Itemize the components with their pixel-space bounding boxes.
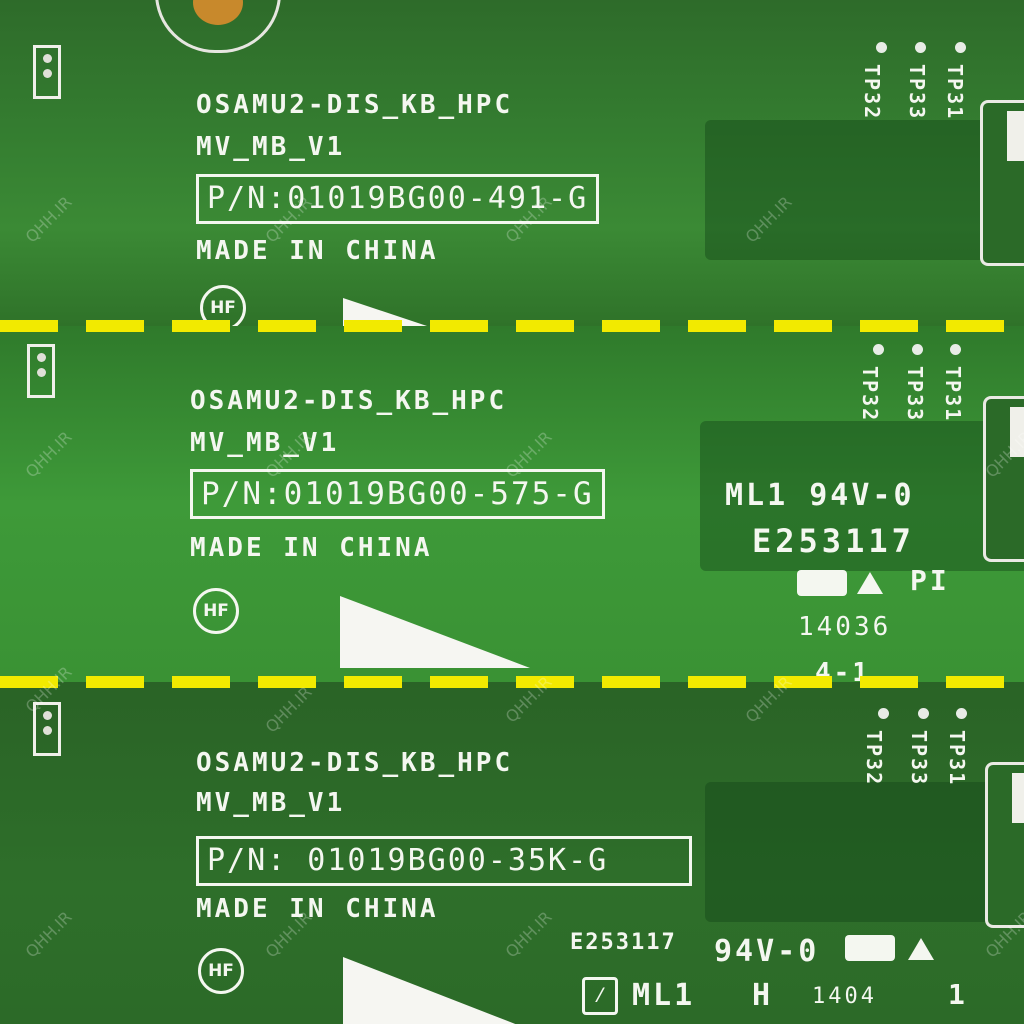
manufacturer-logo: ⁄ [582,977,618,1015]
halogen-free-mark: HF [198,948,244,994]
ground-plane [700,421,1024,571]
tp31-label: TP31 [943,64,967,121]
triangle-mark-icon [857,572,883,594]
tp33-label: TP33 [903,366,927,423]
ground-plane [705,120,1024,260]
board-panel-1: OSAMU2-DIS_KB_HPC MV_MB_V1 P/N:01019BG00… [0,0,1024,326]
test-point-pad [956,708,967,719]
test-point-pad [950,344,961,355]
test-point-pad [955,42,966,53]
ul-recognized-logo [797,570,847,596]
jumper-header [27,344,55,398]
revision-code: 1 [948,978,968,1011]
origin-label: MADE IN CHINA [196,894,439,924]
origin-label: MADE IN CHINA [196,236,439,266]
test-point-pad [876,42,887,53]
date-code: 1404 [812,984,877,1009]
tp32-label: TP32 [862,730,886,787]
connector-outline [985,762,1024,928]
model-label: OSAMU2-DIS_KB_HPC [196,90,514,120]
flame-rating: 94V-0 [714,934,820,969]
test-point-pad [915,42,926,53]
screw-hole [155,0,281,53]
divider-dashed-line [0,320,1024,332]
cert-suffix: PI [910,564,950,597]
tp33-label: TP33 [907,730,931,787]
model-label: OSAMU2-DIS_KB_HPC [190,386,508,416]
tp32-label: TP32 [860,64,884,121]
board-panel-3: OSAMU2-DIS_KB_HPC MV_MB_V1 P/N: 01019BG0… [0,682,1024,1024]
connector-outline [983,396,1024,562]
part-number-box: P/N:01019BG00-491-G [196,174,600,224]
test-point-pad [918,708,929,719]
halogen-free-mark: HF [193,588,239,634]
silkscreen-triangle [340,596,530,668]
test-point-pad [873,344,884,355]
version-label: MV_MB_V1 [196,132,346,162]
ul-recognized-logo [845,935,895,961]
model-label: OSAMU2-DIS_KB_HPC [196,748,514,778]
divider-dashed-line [0,676,1024,688]
ground-plane [705,782,1024,922]
tp33-label: TP33 [905,64,929,121]
jumper-header [33,702,61,756]
h-mark: H [752,978,774,1013]
ul-cert-line: ML1 94V-0 [725,478,915,513]
ul-file-number: E253117 [752,522,915,560]
board-panel-2: OSAMU2-DIS_KB_HPC MV_MB_V1 P/N:01019BG00… [0,326,1024,682]
tp31-label: TP31 [945,730,969,787]
part-number-box: P/N:01019BG00-575-G [190,469,605,519]
tp31-label: TP31 [941,366,965,423]
version-label: MV_MB_V1 [196,788,346,818]
test-point-pad [878,708,889,719]
connector-outline [980,100,1024,266]
silkscreen-triangle [343,957,523,1024]
triangle-mark-icon [908,938,934,960]
date-code: 14036 [798,612,892,642]
ul-cert-line: ML1 [632,978,696,1013]
halogen-free-mark: HF [200,285,246,326]
origin-label: MADE IN CHINA [190,533,433,563]
part-number-box: P/N: 01019BG00-35K-G [196,836,692,886]
test-point-pad [912,344,923,355]
jumper-header [33,45,61,99]
tp32-label: TP32 [858,366,882,423]
version-label: MV_MB_V1 [190,428,340,458]
ul-file-number: E253117 [570,930,677,955]
